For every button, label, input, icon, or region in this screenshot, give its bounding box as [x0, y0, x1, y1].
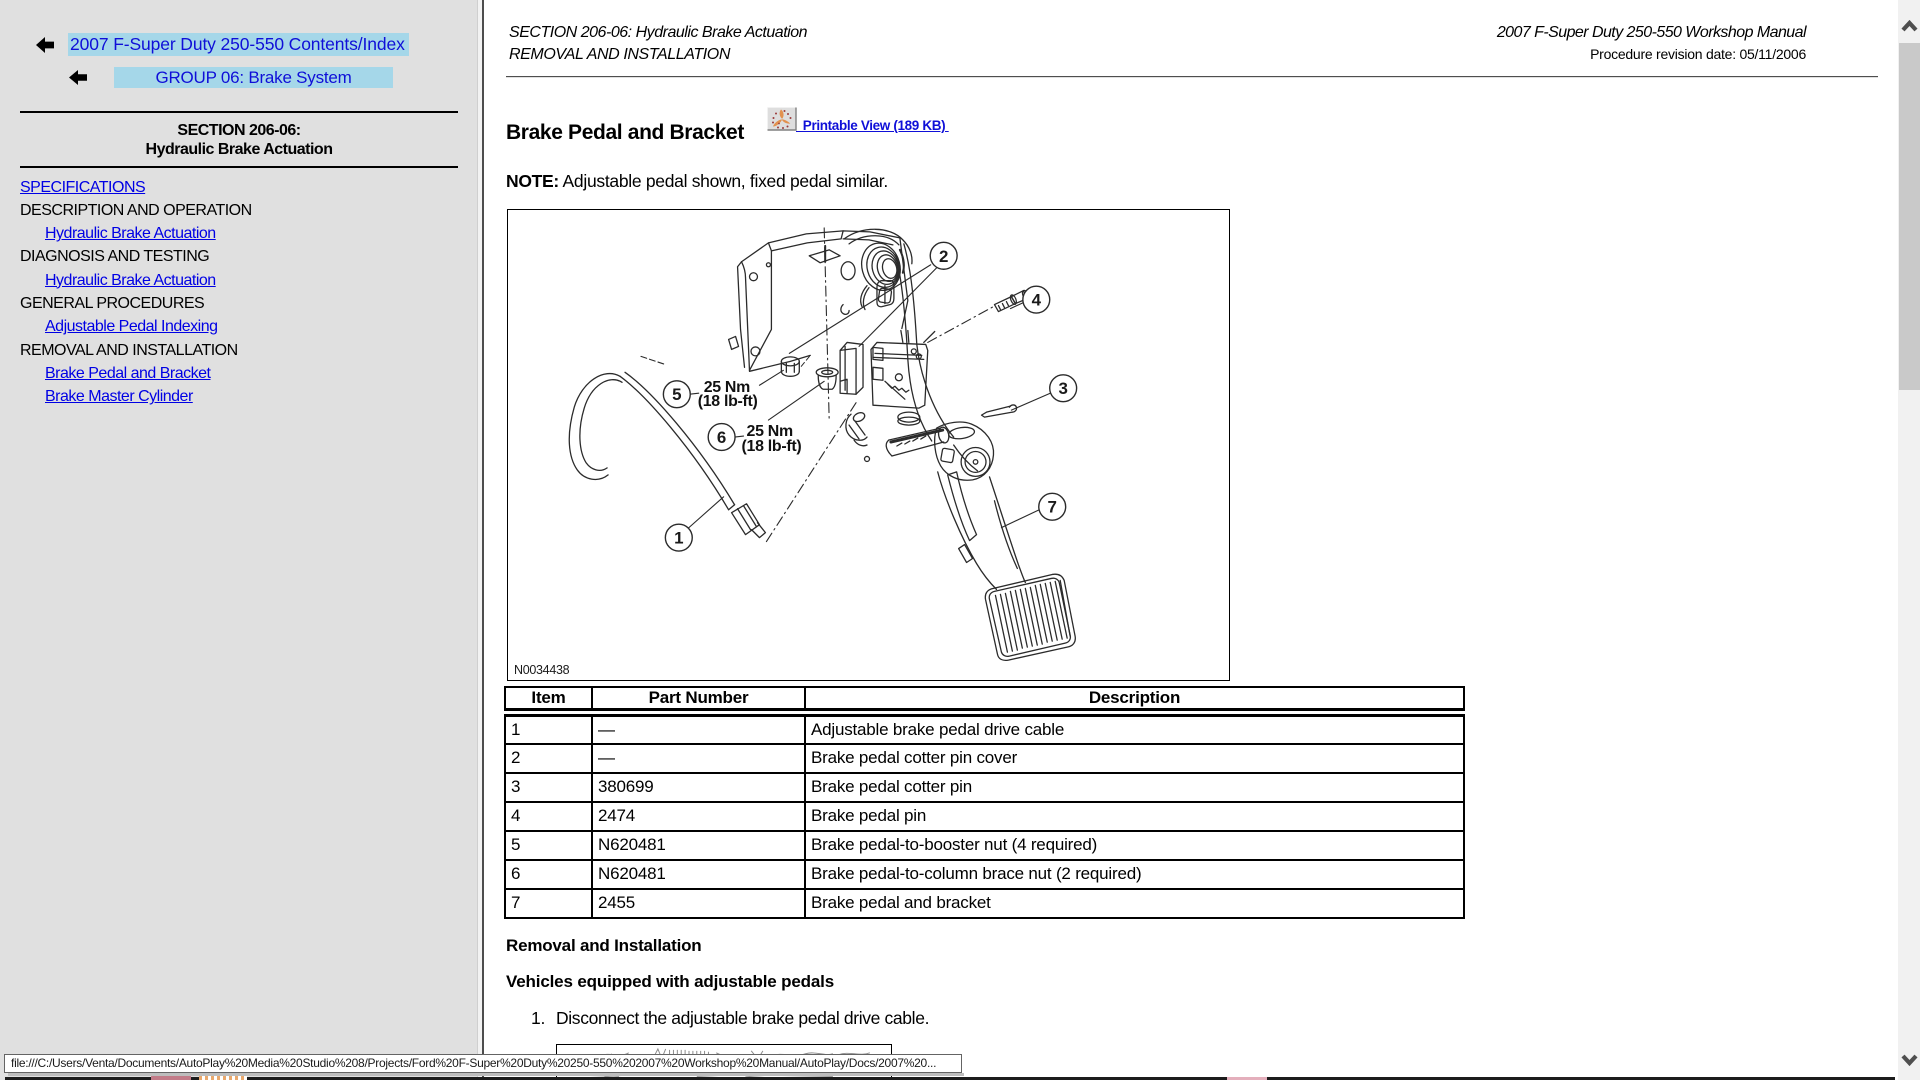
svg-text:3: 3 — [1058, 379, 1067, 398]
svg-text:5: 5 — [672, 385, 681, 404]
svg-text:(18 lb-ft): (18 lb-ft) — [742, 438, 802, 455]
svg-text:6: 6 — [717, 428, 726, 447]
svg-text:2: 2 — [939, 247, 948, 266]
svg-text:(18 lb-ft): (18 lb-ft) — [698, 393, 758, 410]
svg-text:25 Nm: 25 Nm — [704, 379, 750, 396]
svg-text:4: 4 — [1032, 291, 1042, 310]
svg-text:25 Nm: 25 Nm — [747, 423, 793, 440]
svg-text:1: 1 — [674, 529, 683, 548]
svg-text:7: 7 — [1048, 498, 1057, 517]
